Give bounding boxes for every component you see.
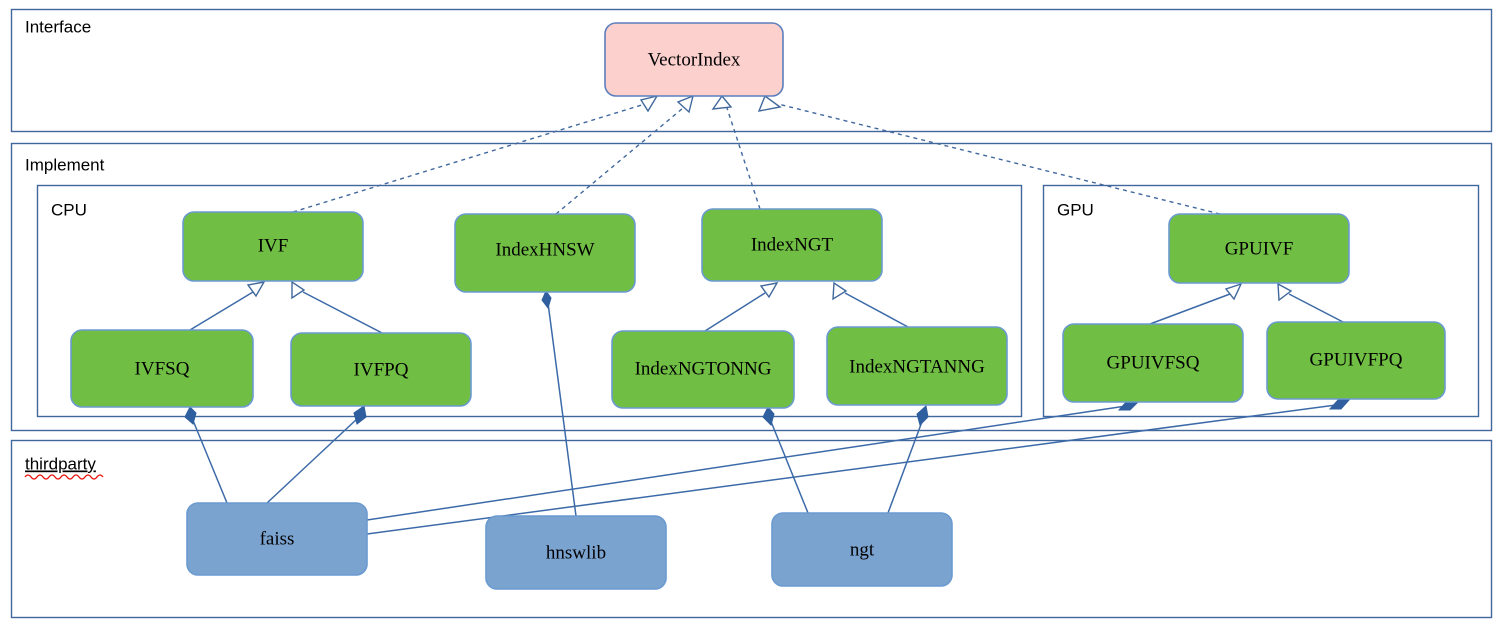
edge-gpuivf-to-vectorindex: [777, 103, 1221, 215]
container-implement-label: Implement: [25, 155, 105, 174]
arrowhead-hollow-triangle-indexngt: [711, 94, 733, 110]
node-faiss[interactable]: faiss: [186, 502, 368, 576]
node-gpuivfpq-box[interactable]: [1266, 321, 1446, 400]
arrowhead-hollow-triangle-gpuivfsq: [1224, 282, 1243, 301]
edge-ivf-to-vectorindex: [292, 103, 646, 213]
container-cpu-label: CPU: [51, 200, 87, 219]
node-gpuivf-label: GPUIVF: [1225, 238, 1294, 259]
arrowhead-hollow-triangle-indexhnsw: [676, 94, 695, 114]
node-indexngtanng[interactable]: IndexNGTANNG: [826, 326, 1008, 406]
edge-ngt-to-indexngtonng: [769, 418, 809, 514]
node-ngt-label: ngt: [850, 539, 875, 560]
node-ivf-box[interactable]: [182, 211, 364, 282]
node-ivfsq-box[interactable]: [70, 329, 254, 408]
node-ivf-label: IVF: [258, 235, 289, 256]
node-ivf[interactable]: IVF: [182, 211, 364, 282]
arrowhead-hollow-triangle-indexngtonng: [759, 282, 779, 299]
node-gpuivfpq-label: GPUIVFPQ: [1310, 349, 1403, 370]
edge-faiss-to-ivfpq: [266, 417, 359, 504]
container-thirdparty-label: thirdparty: [25, 454, 96, 473]
arrowhead-hollow-triangle-ivf: [639, 94, 659, 113]
node-ngt-box[interactable]: [771, 512, 953, 587]
node-indexngtonng[interactable]: IndexNGTONNG: [611, 330, 795, 409]
node-hnswlib[interactable]: hnswlib: [485, 515, 667, 590]
node-indexhnsw-box[interactable]: [454, 213, 636, 293]
node-gpuivf-box[interactable]: [1168, 213, 1350, 284]
node-hnswlib-label: hnswlib: [546, 542, 606, 563]
node-indexngt-label: IndexNGT: [751, 234, 834, 255]
node-indexngt[interactable]: IndexNGT: [701, 208, 883, 282]
edge-group-composition: [184, 289, 1351, 535]
arrowhead-hollow-triangle-ivfsq: [246, 281, 266, 298]
edge-ivfsq-to-ivf: [189, 291, 254, 331]
diamond-ngt-indexngtanng: [916, 405, 929, 426]
spellcheck-squiggle-icon: [24, 474, 104, 480]
node-faiss-label: faiss: [260, 528, 295, 549]
node-ivfsq-label: IVFSQ: [135, 358, 190, 379]
edge-ivfpq-to-ivf: [302, 291, 383, 334]
node-hnswlib-box[interactable]: [485, 515, 667, 590]
node-ivfpq[interactable]: IVFPQ: [290, 332, 472, 407]
node-indexngtonng-box[interactable]: [611, 330, 795, 409]
node-ngt[interactable]: ngt: [771, 512, 953, 587]
edge-group-realization: [292, 94, 1221, 215]
edge-group-generalization: [189, 280, 1344, 334]
node-indexngtanng-box[interactable]: [826, 326, 1008, 406]
node-vectorindex-label: VectorIndex: [648, 49, 741, 70]
container-gpu-label: GPU: [1057, 200, 1094, 219]
node-gpuivfsq-box[interactable]: [1062, 323, 1244, 403]
node-indexngtanng-label: IndexNGTANNG: [849, 356, 985, 377]
edge-faiss-to-ivfsq: [191, 417, 228, 504]
node-faiss-box[interactable]: [186, 502, 368, 576]
node-gpuivf[interactable]: GPUIVF: [1168, 213, 1350, 284]
node-ivfsq[interactable]: IVFSQ: [70, 329, 254, 408]
node-gpuivfpq[interactable]: GPUIVFPQ: [1266, 321, 1446, 400]
node-gpuivfsq[interactable]: GPUIVFSQ: [1062, 323, 1244, 403]
node-indexngt-box[interactable]: [701, 208, 883, 282]
diamond-faiss-ivfsq: [184, 406, 197, 425]
node-indexhnsw[interactable]: IndexHNSW: [454, 213, 636, 293]
edge-hnswlib-to-indexhnsw: [547, 302, 577, 517]
diamond-faiss-gpuivfpq: [1328, 399, 1351, 410]
edge-faiss-to-gpuivfpq: [366, 404, 1337, 535]
arrowhead-hollow-triangle-gpuivfpq: [1277, 282, 1293, 302]
edge-indexhnsw-to-vectorindex: [555, 107, 684, 215]
edge-ngt-to-indexngtanng: [887, 418, 924, 514]
node-ivfpq-box[interactable]: [290, 332, 472, 407]
arrowhead-hollow-triangle-gpuivf: [757, 94, 782, 112]
edge-indexngt-to-vectorindex: [726, 107, 761, 210]
arrowhead-hollow-triangle-ivfpq: [291, 280, 306, 300]
node-ivfpq-label: IVFPQ: [354, 359, 409, 380]
arrowhead-hollow-triangle-indexngtanng: [832, 281, 848, 301]
node-indexhnsw-label: IndexHNSW: [495, 239, 594, 260]
node-vectorindex[interactable]: VectorIndex: [604, 22, 784, 97]
edge-gpuivfpq-to-gpuivf: [1288, 293, 1344, 323]
edge-indexngtanng-to-indexngt: [844, 292, 909, 328]
edge-gpuivfsq-to-gpuivf: [1149, 293, 1231, 325]
diamond-ngt-indexngtonng: [762, 406, 775, 426]
diamond-faiss-ivfpq: [353, 405, 367, 425]
container-interface-label: Interface: [25, 17, 91, 36]
edge-faiss-to-gpuivfsq: [366, 405, 1127, 521]
node-vectorindex-box[interactable]: [604, 22, 784, 97]
node-indexngtonng-label: IndexNGTONNG: [635, 358, 772, 379]
edge-indexngtonng-to-indexngt: [704, 292, 766, 332]
diamond-hnswlib-indexhnsw: [541, 289, 552, 310]
node-gpuivfsq-label: GPUIVFSQ: [1107, 352, 1200, 373]
